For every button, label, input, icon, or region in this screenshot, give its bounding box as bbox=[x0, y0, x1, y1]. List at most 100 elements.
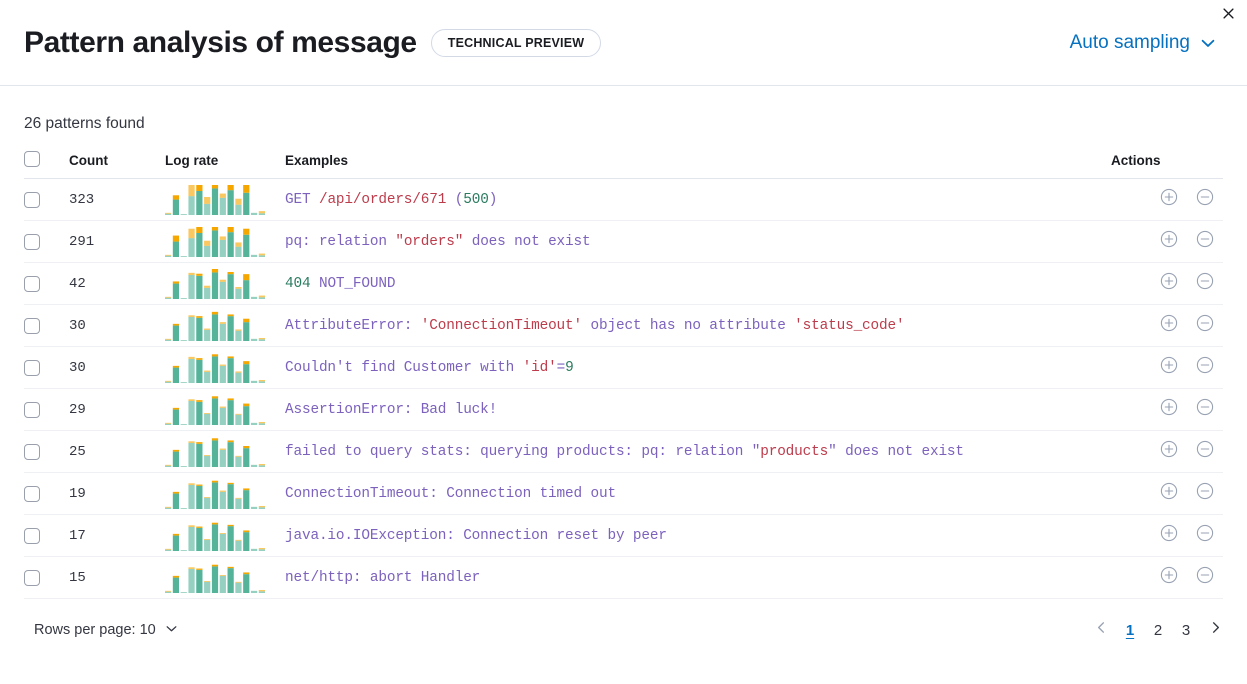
column-header-log-rate: Log rate bbox=[165, 151, 285, 179]
plus-in-circle-icon bbox=[1160, 566, 1178, 589]
row-checkbox[interactable] bbox=[24, 275, 40, 292]
table-row: 29 AssertionError: Bad luck! bbox=[24, 388, 1223, 431]
table-row: 42 404 NOT_FOUND bbox=[24, 262, 1223, 305]
row-select-cell bbox=[24, 514, 69, 557]
example-token: NOT_FOUND bbox=[310, 275, 396, 292]
table-row: 323 GET /api/orders/671 (500) bbox=[24, 178, 1223, 221]
pagination-next-button[interactable] bbox=[1207, 622, 1223, 638]
filter-out-button[interactable] bbox=[1195, 272, 1215, 295]
filter-in-button[interactable] bbox=[1159, 230, 1179, 252]
filter-out-button[interactable] bbox=[1195, 314, 1215, 336]
row-select-cell bbox=[24, 388, 69, 431]
close-button[interactable] bbox=[1215, 3, 1241, 29]
filter-in-button[interactable] bbox=[1159, 440, 1179, 462]
row-count: 323 bbox=[69, 178, 165, 221]
filter-out-button[interactable] bbox=[1195, 482, 1215, 504]
row-example: java.io.IOException: Connection reset by… bbox=[285, 514, 1111, 557]
filter-out-button[interactable] bbox=[1195, 440, 1215, 462]
row-checkbox[interactable] bbox=[24, 317, 40, 334]
row-log-rate bbox=[165, 178, 285, 221]
row-example: AttributeError: 'ConnectionTimeout' obje… bbox=[285, 304, 1111, 347]
filter-in-button[interactable] bbox=[1159, 356, 1179, 378]
filter-in-button[interactable] bbox=[1159, 188, 1179, 211]
filter-out-button[interactable] bbox=[1195, 356, 1215, 378]
row-select-cell bbox=[24, 262, 69, 305]
row-checkbox[interactable] bbox=[24, 569, 40, 586]
filter-out-button[interactable] bbox=[1195, 230, 1215, 252]
filter-in-button[interactable] bbox=[1159, 272, 1179, 294]
row-checkbox[interactable] bbox=[24, 359, 40, 376]
minus-in-circle-icon bbox=[1196, 398, 1214, 421]
row-count: 42 bbox=[69, 262, 165, 305]
row-example: 404 NOT_FOUND bbox=[285, 262, 1111, 305]
example-token: " bbox=[828, 443, 837, 460]
example-token: /api/orders/671 bbox=[318, 191, 447, 208]
filter-out-button[interactable] bbox=[1195, 524, 1215, 546]
row-checkbox[interactable] bbox=[24, 485, 40, 502]
row-log-rate bbox=[165, 346, 285, 389]
example-token: 9 bbox=[565, 359, 574, 376]
rows-per-page-selector[interactable]: Rows per page: 10 bbox=[24, 621, 179, 640]
filter-out-button[interactable] bbox=[1195, 566, 1215, 589]
pagination-page-1[interactable]: 1 bbox=[1125, 621, 1135, 639]
row-actions bbox=[1111, 388, 1223, 431]
patterns-found-count: 26 patterns found bbox=[24, 115, 145, 132]
example-token: java.io.IOException: Connection reset by… bbox=[285, 527, 667, 544]
sampling-control[interactable]: Auto sampling bbox=[1070, 32, 1223, 54]
panel-header: Pattern analysis of message TECHNICAL PR… bbox=[0, 0, 1247, 86]
row-count: 29 bbox=[69, 388, 165, 431]
row-example: net/http: abort Handler bbox=[285, 556, 1111, 599]
row-log-rate bbox=[165, 472, 285, 515]
pagination-page-3[interactable]: 3 bbox=[1181, 621, 1191, 639]
filter-out-button[interactable] bbox=[1195, 188, 1215, 210]
filter-in-button[interactable] bbox=[1159, 314, 1179, 336]
example-token: ConnectionTimeout: Connection timed out bbox=[285, 485, 616, 502]
example-token: ) bbox=[488, 191, 498, 208]
row-checkbox[interactable] bbox=[24, 233, 40, 250]
example-token: 404 bbox=[285, 275, 311, 292]
row-count: 291 bbox=[69, 220, 165, 263]
row-checkbox[interactable] bbox=[24, 443, 40, 460]
filter-in-button[interactable] bbox=[1159, 524, 1179, 547]
table-row: 291 pq: relation "orders" does not exist bbox=[24, 220, 1223, 263]
row-count: 30 bbox=[69, 346, 165, 389]
chevron-down-icon bbox=[1199, 34, 1217, 52]
row-checkbox[interactable] bbox=[24, 401, 40, 418]
plus-in-circle-icon bbox=[1160, 524, 1178, 547]
filter-in-button[interactable] bbox=[1159, 482, 1179, 504]
row-select-cell bbox=[24, 472, 69, 515]
row-log-rate bbox=[165, 430, 285, 473]
table-row: 15 net/http: abort Handler bbox=[24, 556, 1223, 599]
pagination-page-2[interactable]: 2 bbox=[1153, 621, 1163, 639]
minus-in-circle-icon bbox=[1196, 272, 1214, 295]
example-token: ( bbox=[446, 191, 464, 208]
minus-in-circle-icon bbox=[1196, 566, 1214, 589]
row-select-cell bbox=[24, 346, 69, 389]
example-token: AssertionError: Bad luck! bbox=[285, 401, 498, 418]
row-select-cell bbox=[24, 220, 69, 263]
row-count: 15 bbox=[69, 556, 165, 599]
row-count: 30 bbox=[69, 304, 165, 347]
row-select-cell bbox=[24, 430, 69, 473]
row-actions bbox=[1111, 178, 1223, 221]
row-checkbox[interactable] bbox=[24, 527, 40, 544]
filter-out-button[interactable] bbox=[1195, 398, 1215, 421]
row-actions bbox=[1111, 472, 1223, 515]
table-row: 25 failed to query stats: querying produ… bbox=[24, 430, 1223, 473]
row-log-rate bbox=[165, 304, 285, 347]
row-checkbox[interactable] bbox=[24, 191, 40, 208]
select-all-header bbox=[24, 151, 69, 179]
example-token: "orders" bbox=[395, 233, 464, 250]
plus-in-circle-icon bbox=[1160, 188, 1178, 211]
column-header-examples: Examples bbox=[285, 151, 1111, 179]
close-icon bbox=[1221, 6, 1236, 26]
filter-in-button[interactable] bbox=[1159, 566, 1179, 589]
row-example: AssertionError: Bad luck! bbox=[285, 388, 1111, 431]
pagination-prev-button[interactable] bbox=[1093, 622, 1109, 638]
row-log-rate bbox=[165, 220, 285, 263]
row-count: 17 bbox=[69, 514, 165, 557]
filter-in-button[interactable] bbox=[1159, 398, 1179, 420]
row-actions bbox=[1111, 346, 1223, 389]
table-row: 30 Couldn't find Customer with 'id'=9 bbox=[24, 346, 1223, 389]
select-all-checkbox[interactable] bbox=[24, 151, 40, 167]
